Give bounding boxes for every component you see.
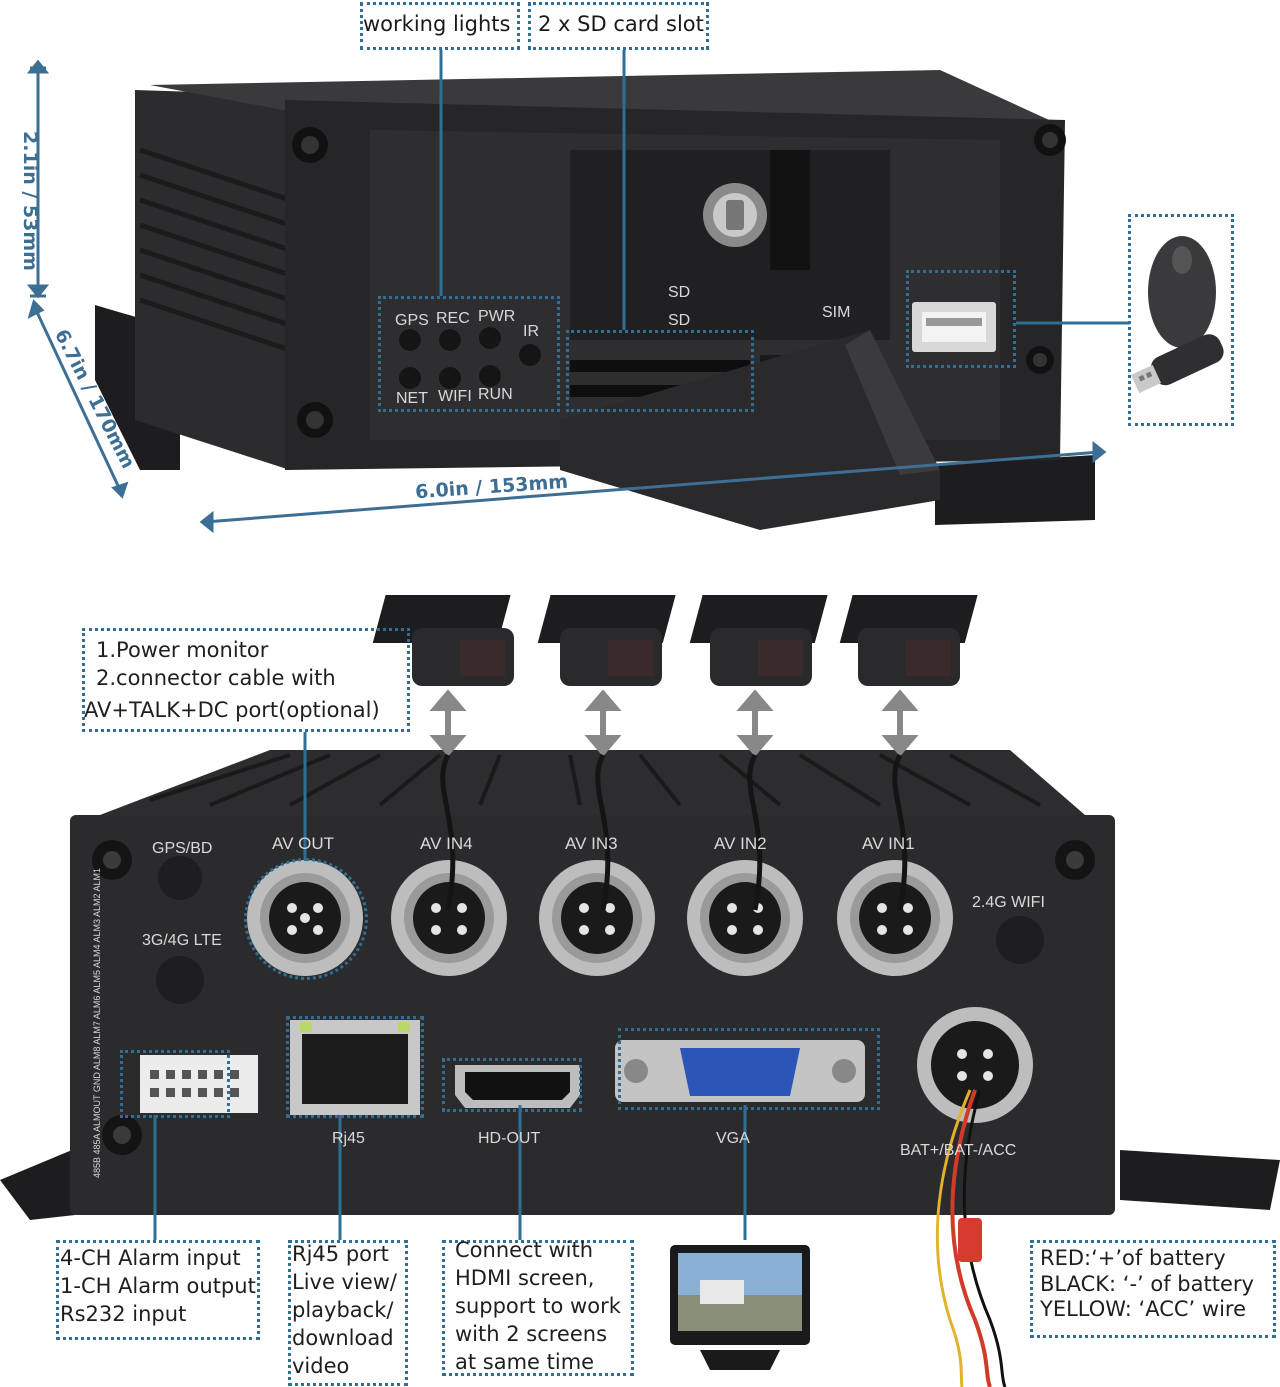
led-label-wifi: WIFI bbox=[438, 388, 472, 405]
rj45-line-3: playback/ bbox=[292, 1298, 394, 1322]
alarm-line-1: 4-CH Alarm input bbox=[60, 1246, 241, 1270]
sim-label: SIM bbox=[822, 304, 851, 321]
alarm-highlight bbox=[120, 1050, 230, 1118]
alarm-line-3: Rs232 input bbox=[60, 1302, 187, 1326]
accessory-box bbox=[1128, 214, 1234, 426]
alarm-callout bbox=[56, 1240, 260, 1340]
alarm-pins-label: 485B 485A ALMOUT GND ALM8 ALM7 ALM6 ALM5… bbox=[92, 867, 102, 1178]
mouse-icon bbox=[1148, 236, 1216, 348]
power-wires-line-3: YELLOW: ‘ACC’ wire bbox=[1040, 1297, 1247, 1321]
av-in3-label: AV IN3 bbox=[565, 834, 618, 853]
gps-label: GPS/BD bbox=[152, 840, 213, 857]
vga-highlight bbox=[618, 1028, 880, 1110]
height-dimension: 2.1in / 53mm bbox=[18, 131, 41, 271]
power-wires-callout bbox=[1030, 1240, 1276, 1338]
working-lights-callout bbox=[360, 2, 520, 50]
top-device-illustration bbox=[26, 50, 1224, 534]
hdmi-line-2: HDMI screen, bbox=[455, 1266, 595, 1290]
led-label-net: NET bbox=[396, 390, 428, 407]
power-monitor-callout bbox=[82, 628, 410, 732]
lte-label: 3G/4G LTE bbox=[142, 932, 222, 949]
rj45-line-4: download bbox=[292, 1326, 394, 1350]
usb-port-highlight bbox=[906, 270, 1016, 368]
rj45-line-2: Live view/ bbox=[292, 1270, 397, 1294]
hdmi-line-4: with 2 screens bbox=[455, 1322, 608, 1346]
sd2-label: SD bbox=[668, 312, 691, 329]
led-label-ir: IR bbox=[523, 323, 539, 340]
back-device: GPS/BD 3G/4G LTE AV OUT AV IN4 AV IN3 AV… bbox=[0, 560, 1280, 1387]
av-in4-label: AV IN4 bbox=[420, 834, 473, 853]
led-label-run: RUN bbox=[478, 386, 513, 403]
power-monitor-line-3: AV+TALK+DC port(optional) bbox=[84, 698, 380, 722]
sd-slot-callout bbox=[528, 2, 709, 50]
hdmi-line-1: Connect with bbox=[455, 1238, 594, 1262]
power-monitor-line-1: 1.Power monitor bbox=[96, 638, 269, 662]
led-label-pwr: PWR bbox=[478, 308, 516, 325]
rj45-line-1: Rj45 port bbox=[292, 1242, 389, 1266]
sd1-label: SD bbox=[668, 284, 691, 301]
hdmi-callout bbox=[442, 1240, 634, 1376]
hd-out-label: HD-OUT bbox=[478, 1130, 541, 1147]
power-label: BAT+/BAT-/ACC bbox=[900, 1142, 1017, 1159]
wifi-label: 2.4G WIFI bbox=[972, 894, 1045, 911]
power-wires-line-2: BLACK: ‘-’ of battery bbox=[1040, 1272, 1254, 1296]
rj45-highlight bbox=[286, 1016, 424, 1118]
led-label-rec: REC bbox=[436, 310, 470, 327]
av-in2-label: AV IN2 bbox=[714, 834, 767, 853]
led-panel-highlight bbox=[378, 296, 560, 412]
camera-group bbox=[372, 595, 978, 686]
hdmi-highlight bbox=[442, 1058, 582, 1112]
hdmi-line-5: at same time bbox=[455, 1350, 595, 1374]
alarm-line-2: 1-CH Alarm output bbox=[60, 1274, 256, 1298]
hdmi-line-3: support to work bbox=[455, 1294, 621, 1318]
sd-slot-highlight bbox=[566, 330, 754, 412]
working-lights-label: working lights bbox=[363, 12, 511, 36]
rj45-callout bbox=[288, 1240, 408, 1386]
power-wires-line-1: RED:‘+’of battery bbox=[1040, 1246, 1226, 1270]
av-out-label: AV OUT bbox=[272, 834, 335, 853]
rj45-label: Rj45 bbox=[332, 1130, 365, 1147]
sd-slot-label: 2 x SD card slot bbox=[538, 12, 704, 36]
top-device: working lights 2 x SD card slot GPS REC … bbox=[0, 0, 1280, 560]
av-in1-label: AV IN1 bbox=[862, 834, 915, 853]
vga-label: VGA bbox=[716, 1130, 750, 1147]
rj45-line-5: video bbox=[292, 1354, 350, 1378]
led-label-gps: GPS bbox=[395, 312, 429, 329]
power-monitor-line-2: 2.connector cable with bbox=[96, 666, 336, 690]
av-out-highlight bbox=[244, 858, 368, 980]
